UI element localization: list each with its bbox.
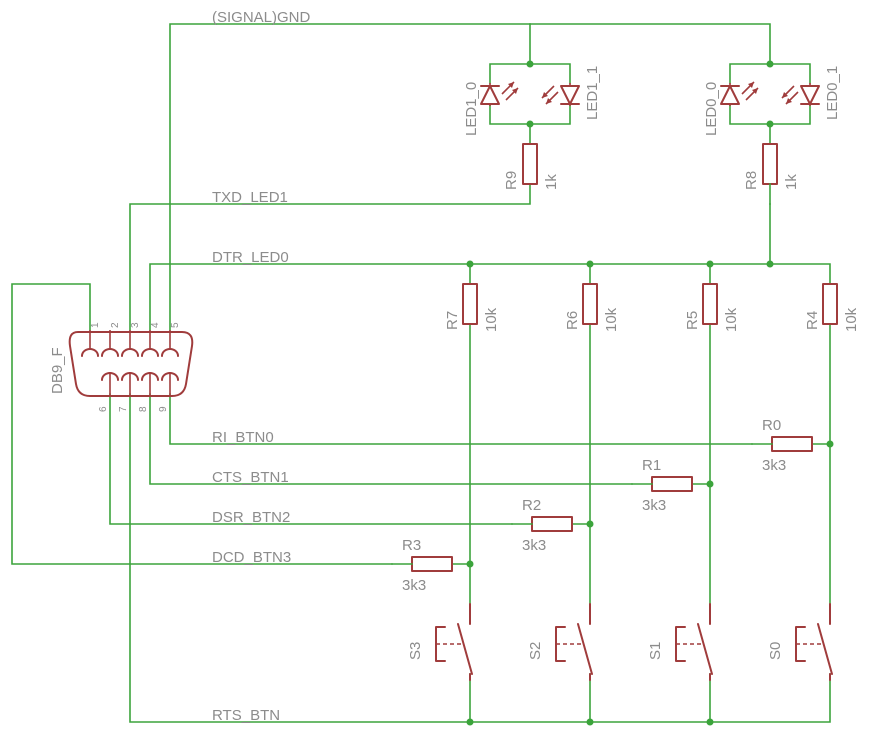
led-symbol [720,81,759,106]
switch-s2: S2 [527,603,593,681]
junction-dot [826,440,834,448]
resistor-value: 10k [843,307,860,332]
resistor-value: 3k3 [762,457,786,474]
resistor-name: R1 [642,457,661,474]
resistor-value: 10k [483,307,500,332]
resistor-r6: R6 10k [564,283,620,332]
pin-number: 3 [130,322,141,328]
led-group-1: LED1_0 LED1_1 [463,66,601,136]
resistor-r8: R8 1k [743,143,800,205]
resistor-r0: R0 3k3 [751,417,813,474]
db9-connector: 1 2 3 4 5 6 7 8 9 DB9_F [49,322,194,412]
junction-dot [706,260,714,268]
junction-dot [466,260,474,268]
switch-label: S3 [407,642,424,660]
wire-ri [169,393,753,445]
db9-name: DB9_F [49,347,66,394]
led-label-led1-1: LED1_1 [584,66,601,120]
pin-number: 4 [150,322,161,328]
junctions [466,60,834,726]
junction-dot [586,260,594,268]
wire-dcd [11,283,393,565]
resistor-r7: R7 10k [444,283,500,332]
resistor-value: 10k [723,307,740,332]
resistor-r5: R5 10k [684,283,740,332]
resistor-name: R3 [402,537,421,554]
switch-s3: S3 [407,603,473,681]
resistor-name: R4 [804,311,821,330]
resistor-value: 1k [783,174,800,190]
led-label-led0-1: LED0_1 [824,66,841,120]
resistor-name: R0 [762,417,781,434]
resistor-r4: R4 10k [804,283,860,332]
db9-socket-row-bottom [101,372,179,381]
wire-cts [149,393,633,485]
led-group-0: LED0_0 LED0_1 [703,66,841,136]
switch-label: S1 [647,642,664,660]
pin-number: 6 [98,406,109,412]
wire-txd [129,183,531,331]
resistor-value: 3k3 [402,577,426,594]
led-symbol [781,83,820,106]
junction-dot [766,260,774,268]
switch-s1: S1 [647,603,713,681]
junction-dot [766,120,774,128]
resistor-name: R7 [444,311,461,330]
net-label-cts: CTS_BTN1 [212,469,289,486]
net-label-txd: TXD_LED1 [212,189,288,206]
db9-shell [68,331,194,397]
resistor-name: R2 [522,497,541,514]
resistor-value: 10k [603,307,620,332]
led-symbol [541,83,580,106]
resistor-r9: R9 1k [503,143,560,190]
net-label-gnd: (SIGNAL)GND [212,9,311,26]
junction-dot [466,718,474,726]
resistor-value: 3k3 [522,537,546,554]
pin-number: 1 [90,322,101,328]
junction-dot [706,718,714,726]
resistor-r1: R1 3k3 [631,457,693,514]
pin-number: 2 [110,322,121,328]
led-symbol [480,81,519,106]
wire-dtr [149,263,831,331]
resistor-name: R9 [503,171,520,190]
junction-dot [766,60,774,68]
switch-label: S0 [767,642,784,660]
junction-dot [526,120,534,128]
led-label-led0-0: LED0_0 [703,82,720,136]
resistor-name: R8 [743,171,760,190]
resistor-value: 3k3 [642,497,666,514]
wire-rts [129,393,831,723]
net-label-dcd: DCD_BTN3 [212,549,291,566]
pin-number: 5 [170,322,181,328]
switch-s0: S0 [767,603,833,681]
net-label-rts: RTS_BTN [212,707,280,724]
resistor-name: R5 [684,311,701,330]
resistor-r2: R2 3k3 [511,497,573,554]
led-label-led1-0: LED1_0 [463,82,480,136]
junction-dot [586,718,594,726]
net-label-dtr: DTR_LED0 [212,249,289,266]
junction-dot [466,560,474,568]
pin-number: 7 [118,406,129,412]
junction-dot [706,480,714,488]
net-label-ri: RI_BTN0 [212,429,274,446]
db9-socket-row-top [81,348,179,357]
pin-number: 9 [158,406,169,412]
resistor-r3: R3 3k3 [391,537,453,594]
junction-dot [526,60,534,68]
resistor-name: R6 [564,311,581,330]
junction-dot [586,520,594,528]
wire-dsr [109,393,513,525]
resistor-value: 1k [543,174,560,190]
switch-label: S2 [527,642,544,660]
wire-gnd [169,23,771,331]
pin-number: 8 [138,406,149,412]
wires [11,23,831,723]
net-labels: (SIGNAL)GND TXD_LED1 DTR_LED0 RI_BTN0 CT… [212,9,311,724]
net-label-dsr: DSR_BTN2 [212,509,290,526]
